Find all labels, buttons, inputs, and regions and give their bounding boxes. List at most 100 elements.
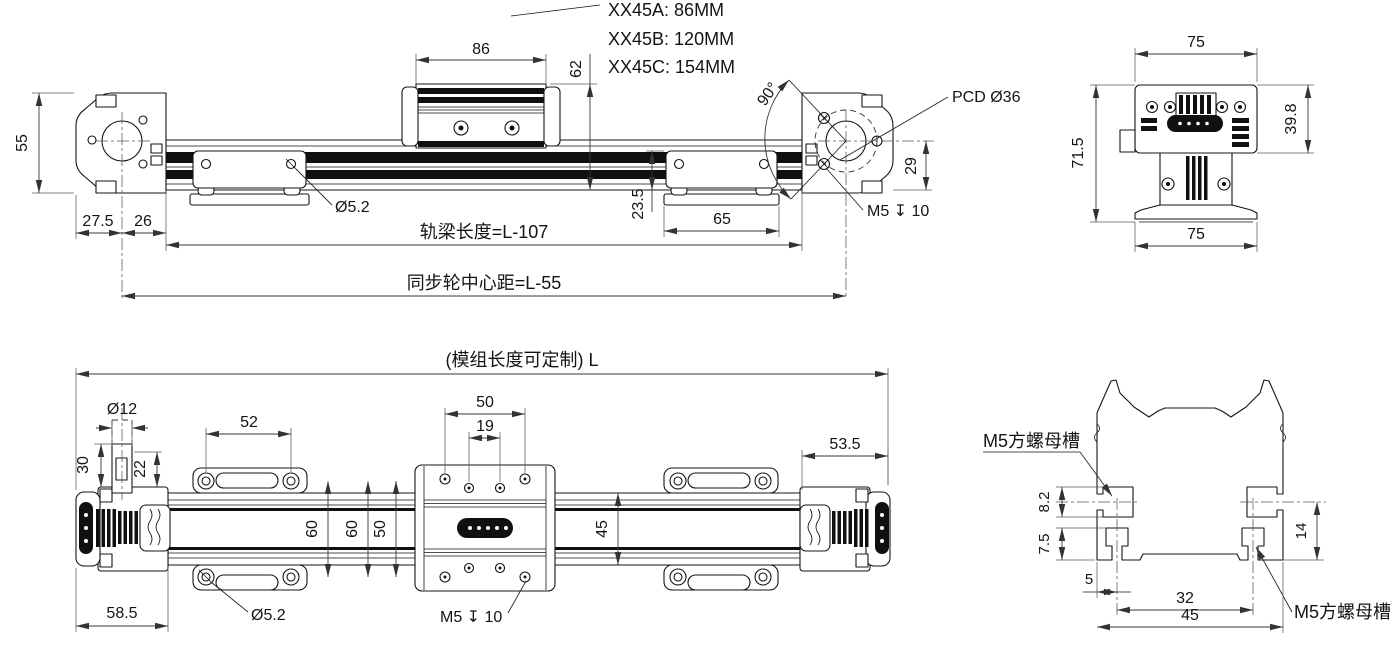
dim-end-71p5-label: 71.5 [1070, 137, 1087, 168]
carriage-thread-hole [463, 482, 475, 494]
plan-left-belt-clamp [139, 504, 171, 552]
dim-45-section-label: 45 [1181, 607, 1199, 624]
dim-23p5: 23.5 [630, 150, 664, 220]
dim-pitch-50: 50 [372, 481, 400, 577]
bracket-hole [197, 472, 215, 490]
brand-logo-badge [457, 518, 513, 538]
carriage-screw [453, 120, 469, 136]
plan-thread-callout: M5 ↧ 10 [440, 580, 527, 626]
carriage-end-cap-right [543, 86, 561, 147]
overall-length-label: (模组长度可定制) L [446, 350, 599, 370]
dim-52-label: 52 [240, 414, 258, 431]
dim-5-label: 5 [1085, 571, 1093, 588]
break-mark-right [1280, 423, 1286, 443]
dim-14-label: 14 [1293, 523, 1310, 540]
front-left-block-tab-bottom [95, 180, 117, 194]
bracket-hole [758, 158, 770, 170]
dim-86-label: 86 [472, 41, 490, 58]
dim-pitch-60a: 60 [304, 481, 332, 577]
dim-45-rail-width: 45 [594, 493, 622, 565]
front-hole-dia-callout: Ø5.2 [295, 168, 370, 216]
front-left-block-tab-top [95, 94, 117, 108]
dim-50-top: 50 [444, 394, 526, 473]
dim-23p5-label: 23.5 [630, 188, 647, 219]
dim-30: 30 [75, 443, 112, 487]
dim-45-section: 45 [1097, 562, 1284, 633]
plan-left-belt-teeth [96, 509, 138, 547]
dim-58p5: 58.5 [75, 567, 169, 632]
bracket-hole [200, 158, 212, 170]
front-hole-dia-label: Ø5.2 [335, 199, 370, 216]
dim-end-bottom-75: 75 [1134, 222, 1258, 252]
extrusion-profile [1096, 379, 1284, 561]
nut-slot-label-bottom: M5方螺母槽 [1294, 602, 1391, 622]
pcd-label: PCD Ø36 [952, 89, 1021, 106]
dim-19-label: 19 [476, 418, 494, 435]
dim-50-top-label: 50 [476, 394, 494, 411]
front-right-end-block [801, 92, 934, 299]
pitch-50-label: 50 [372, 520, 389, 538]
plan-right-end-block [799, 486, 891, 572]
end-carriage-screw [1163, 100, 1177, 114]
break-mark-left [1094, 423, 1100, 443]
dim-end-bottom-75-label: 75 [1187, 226, 1205, 243]
bracket-hole [754, 568, 772, 586]
brand-logo-badge [1167, 115, 1223, 132]
plan-left-pulley [79, 502, 93, 554]
plan-left-block-tab [99, 553, 113, 568]
dim-55-label: 55 [14, 134, 31, 152]
plan-bracket-bottom-left [192, 564, 308, 591]
dim-end-top-75: 75 [1134, 34, 1258, 82]
dim-29-label: 29 [903, 157, 920, 175]
dim-end-top-75-label: 75 [1187, 34, 1205, 51]
end-carriage [1119, 84, 1258, 154]
bracket-hole [754, 472, 772, 490]
plan-bracket-top-left [192, 467, 308, 494]
dim-22: 22 [132, 451, 162, 487]
dim-end-39p8-label: 39.8 [1283, 103, 1300, 134]
dim-45-label: 45 [594, 520, 611, 538]
pcd-callout: PCD Ø36 [839, 89, 1021, 161]
dim-32-label: 32 [1176, 590, 1194, 607]
front-thread-label: M5 ↧ 10 [867, 203, 929, 220]
pulley-center-distance-label: 同步轮中心距=L-55 [407, 273, 562, 293]
pitch-60a-label: 60 [304, 520, 321, 538]
carriage-thread-hole [439, 473, 451, 485]
plan-carriage [414, 464, 556, 592]
variant-notes: XX45A: 86MM XX45B: 120MM XX45C: 154MM [510, 0, 735, 77]
plan-left-block-tab [99, 488, 113, 503]
end-base-flange [1134, 204, 1258, 223]
bracket-hole [669, 472, 687, 490]
end-view: 75 71.5 39.8 75 [1070, 34, 1314, 252]
front-view: 90° 86 62 55 27.5 26 [14, 41, 1021, 300]
dim-27p5-label: 27.5 [82, 213, 113, 230]
plan-bracket-top-right [663, 467, 779, 494]
dim-pulley-center-distance: 同步轮中心距=L-55 [122, 273, 846, 300]
front-thread-callout: M5 ↧ 10 [825, 167, 929, 220]
end-motor-tab [1119, 129, 1136, 153]
dim-end-71p5: 71.5 [1070, 84, 1135, 223]
section-view: M5方螺母槽 M5方螺母槽 8.2 7.5 14 [983, 379, 1391, 633]
shaft-dia-label: Ø12 [107, 401, 137, 418]
dim-14: 14 [1283, 502, 1324, 561]
plan-hole-dia-label: Ø5.2 [251, 607, 286, 624]
carriage-thread-hole [463, 562, 475, 574]
dim-27p5-26: 27.5 26 [75, 195, 166, 239]
carriage-thread-hole [494, 482, 506, 494]
dim-62-label: 62 [568, 60, 585, 78]
plan-bracket-bottom-right [663, 564, 779, 591]
plan-hole-dia-callout: Ø5.2 [210, 581, 286, 624]
bracket-hole [282, 568, 300, 586]
dim-7p5: 7.5 [1036, 527, 1106, 561]
dim-pitch-60b: 60 [344, 481, 372, 577]
front-right-block-tab-bottom [861, 180, 883, 194]
dim-8p2-label: 8.2 [1036, 492, 1053, 513]
end-body-screw [1217, 177, 1231, 191]
plan-right-pulley [875, 502, 889, 554]
front-carriage [401, 83, 561, 149]
carriage-screw [504, 120, 520, 136]
plan-right-belt-teeth [832, 509, 869, 547]
plan-view: (模组长度可定制) L Ø12 30 22 52 [75, 350, 891, 632]
rail-length-label: 轨梁长度=L-107 [420, 222, 549, 242]
